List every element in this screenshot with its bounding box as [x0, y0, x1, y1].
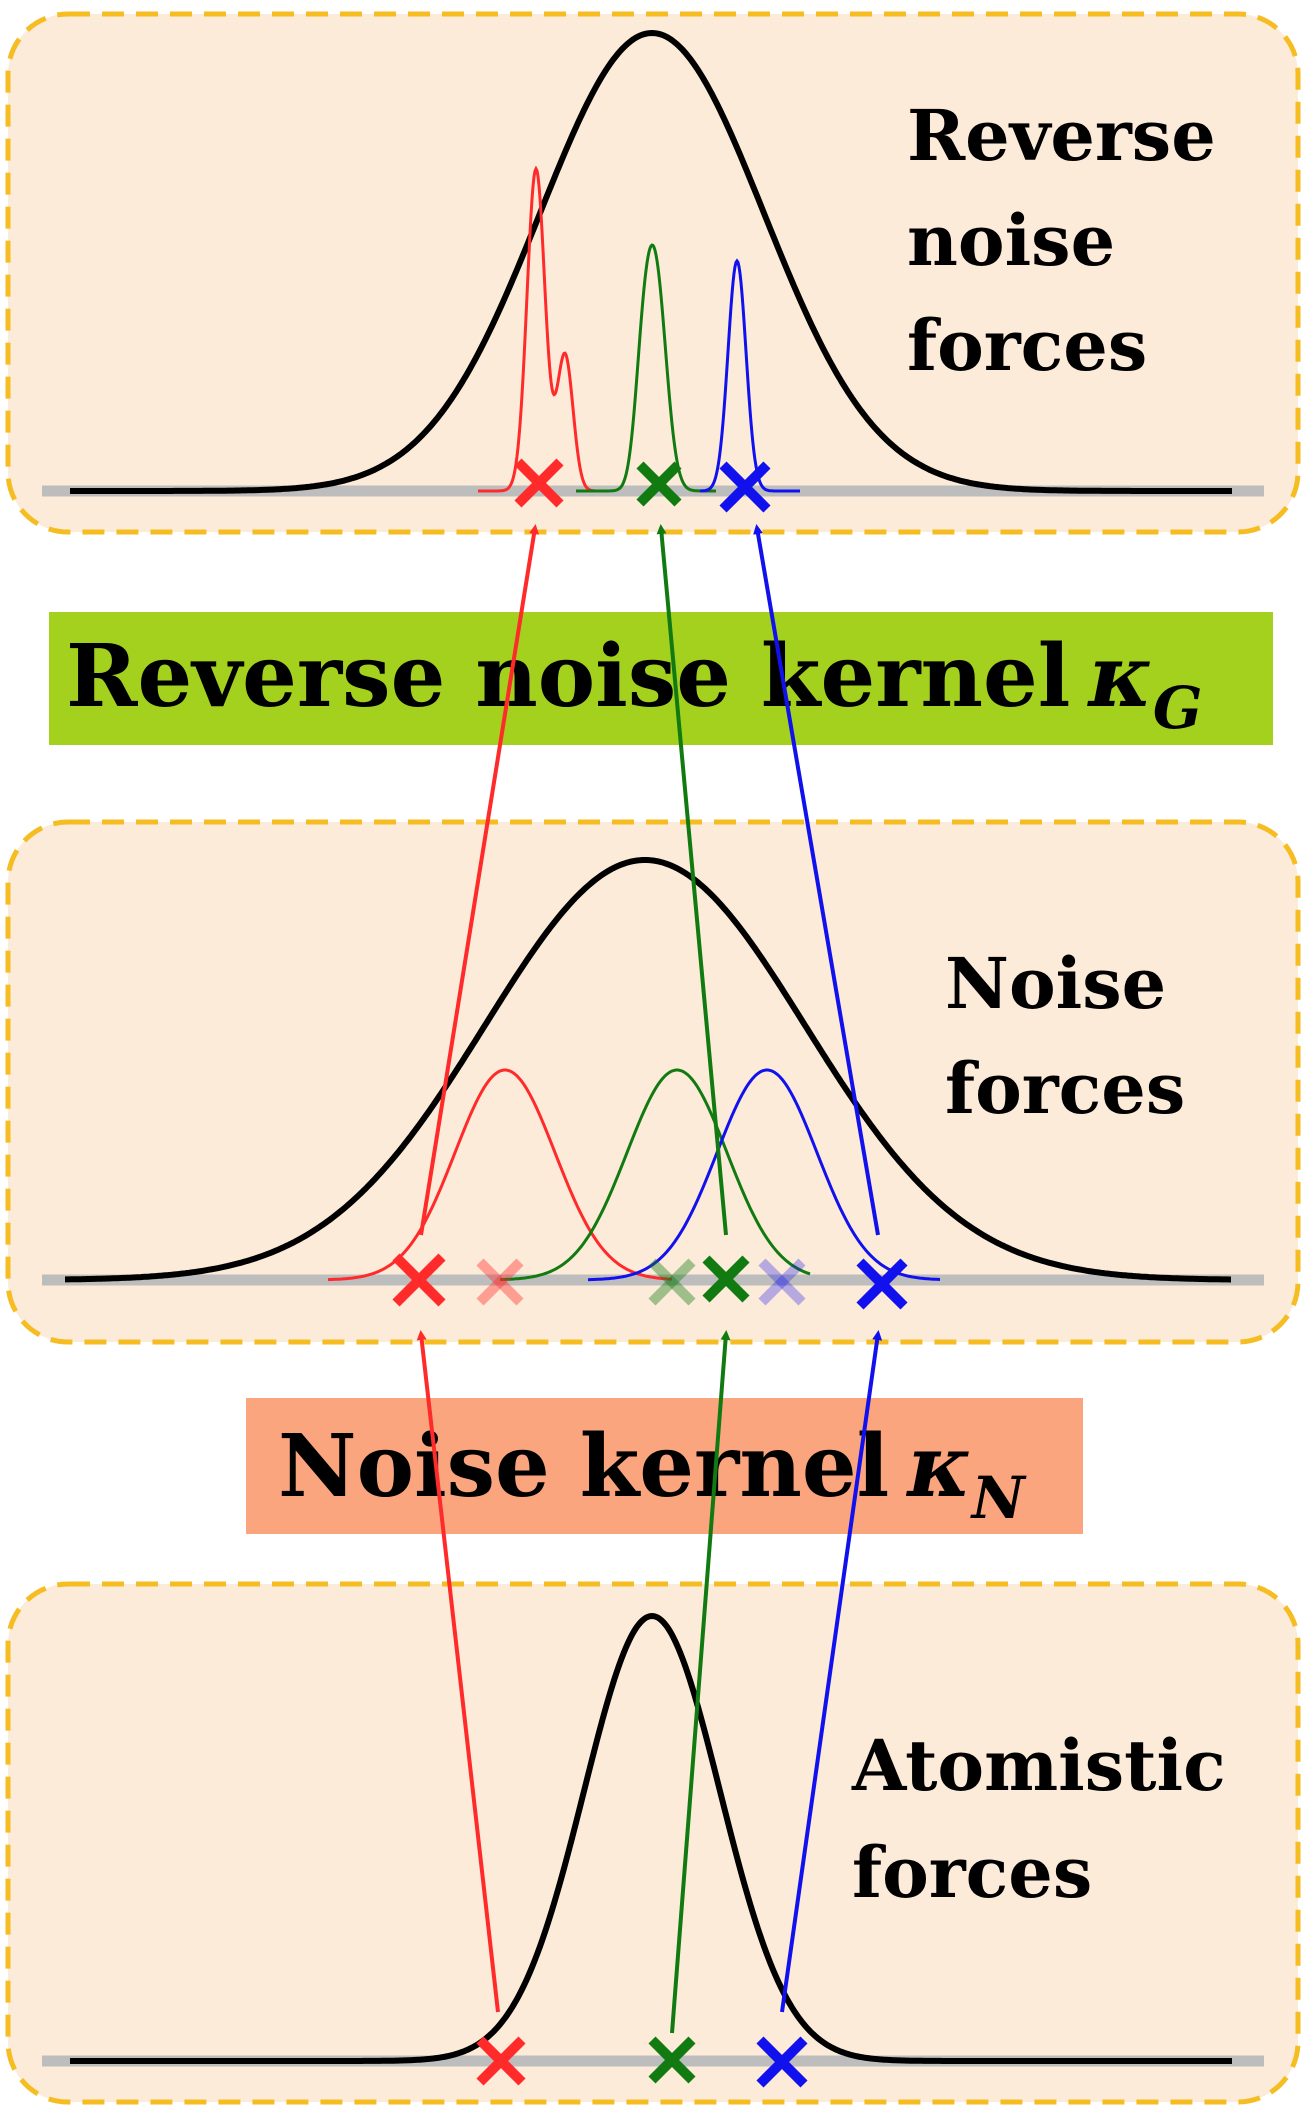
reverse-noise-forces-panel — [5, 11, 1301, 535]
top-red-cross — [514, 458, 564, 508]
top-blue-cross — [719, 461, 771, 513]
top-red-distribution — [478, 165, 596, 493]
middle-faded-green-cross — [648, 1258, 696, 1306]
middle-green-distribution — [499, 1068, 811, 1282]
top-green-distribution — [576, 243, 716, 493]
middle-faded-red-cross — [476, 1258, 524, 1306]
bottom-envelope-curve — [70, 1612, 1232, 2064]
middle-faded-blue-cross — [758, 1258, 806, 1306]
top-blue-distribution — [699, 258, 800, 493]
noise-kernel-box — [246, 1398, 1083, 1534]
top-green-cross — [636, 461, 682, 507]
middle-blue-distribution — [587, 1068, 941, 1282]
reverse-noise-kernel-box — [49, 612, 1273, 745]
bottom-green-cross — [648, 2036, 696, 2084]
green-arrow-noise-to-reverse — [656, 524, 728, 1236]
bottom-blue-cross — [756, 2036, 808, 2088]
middle-green-cross — [702, 1255, 750, 1303]
top-envelope-curve — [70, 29, 1232, 494]
blue-arrow-atomistic-to-noise — [780, 1330, 883, 2013]
reverse-noise-forces-label: Reverse noise forces — [907, 94, 1240, 387]
bottom-red-cross — [476, 2036, 526, 2086]
red-arrow-atomistic-to-noise — [416, 1330, 500, 2013]
green-arrow-atomistic-to-noise — [670, 1330, 731, 2034]
red-arrow-noise-to-reverse — [419, 524, 539, 1236]
atomistic-forces-panel — [5, 1581, 1301, 2105]
atomistic-forces-label: Atomistic forces — [851, 1724, 1250, 1914]
noise-forces-panel — [5, 819, 1301, 1345]
middle-blue-cross — [856, 1258, 908, 1310]
middle-envelope-curve — [65, 857, 1231, 1283]
noise-forces-label: Noise forces — [945, 942, 1191, 1130]
blue-arrow-noise-to-reverse — [753, 524, 880, 1236]
middle-red-cross — [392, 1253, 446, 1307]
middle-red-distribution — [327, 1068, 673, 1282]
